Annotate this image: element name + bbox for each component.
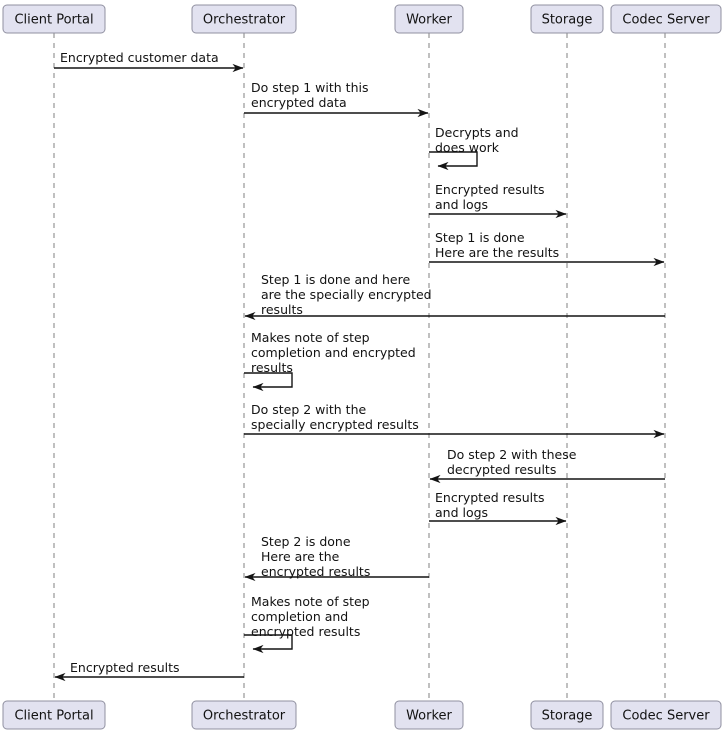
header-participant-label-orch: Orchestrator xyxy=(203,13,286,28)
header-participant-codec[interactable]: Codec Server xyxy=(610,4,722,34)
message-label-m4-line-2: and logs xyxy=(435,197,488,212)
self-loop-path-m3 xyxy=(429,151,478,171)
message-label-m9-line-2: decrypted results xyxy=(447,462,556,477)
message-label-m12-line-2: completion and xyxy=(251,609,348,624)
header-participant-label-worker: Worker xyxy=(406,13,452,28)
footer-participant-box-worker[interactable] xyxy=(394,700,464,730)
header-participant-orch[interactable]: Orchestrator xyxy=(191,4,297,34)
message-label-m5-line-2: Here are the results xyxy=(435,245,559,260)
message-label-m11-line-2: Here are the xyxy=(261,549,340,564)
footer-participant-label-worker: Worker xyxy=(406,709,452,724)
header-participant-client[interactable]: Client Portal xyxy=(2,4,106,34)
message-label-m12-line-3: encrypted results xyxy=(251,624,360,639)
footer-participant-client[interactable]: Client Portal xyxy=(2,700,106,730)
footer-participant-box-client[interactable] xyxy=(2,700,106,730)
messages-group: Encrypted customer data Do step 1 with th… xyxy=(54,50,665,682)
header-participant-worker[interactable]: Worker xyxy=(394,4,464,34)
header-participant-boxes: Client Portal Orchestrator Worker Storage Co… xyxy=(2,4,722,34)
header-participant-label-client: Client Portal xyxy=(14,13,93,28)
header-participant-box-codec[interactable] xyxy=(610,4,722,34)
message-label-m2-line-2: encrypted data xyxy=(251,95,347,110)
message-label-m11-line-3: encrypted results xyxy=(261,564,370,579)
footer-participant-label-storage: Storage xyxy=(542,709,593,724)
footer-participant-orch[interactable]: Orchestrator xyxy=(191,700,297,730)
footer-participant-boxes: Client Portal Orchestrator Worker Storage Co… xyxy=(2,700,722,730)
message-label-m7-line-1: Makes note of step xyxy=(251,330,370,345)
footer-participant-worker[interactable]: Worker xyxy=(394,700,464,730)
message-label-m3-line-1: Decrypts and xyxy=(435,125,519,140)
header-participant-box-worker[interactable] xyxy=(394,4,464,34)
message-label-m11-line-1: Step 2 is done xyxy=(261,534,351,549)
footer-participant-codec[interactable]: Codec Server xyxy=(610,700,722,730)
header-participant-box-storage[interactable] xyxy=(530,4,604,34)
message-label-m8-line-1: Do step 2 with the xyxy=(251,402,367,417)
header-participant-label-storage: Storage xyxy=(542,13,593,28)
message-label-m2-line-1: Do step 1 with this xyxy=(251,80,369,95)
footer-participant-label-orch: Orchestrator xyxy=(203,709,286,724)
message-label-m7-line-2: completion and encrypted xyxy=(251,345,416,360)
self-loop-path-m12 xyxy=(244,634,293,654)
message-m13[interactable]: Encrypted results xyxy=(54,660,244,682)
message-label-m4-line-1: Encrypted results xyxy=(435,182,545,197)
header-participant-storage[interactable]: Storage xyxy=(530,4,604,34)
message-label-m8-line-2: specially encrypted results xyxy=(251,417,419,432)
message-label-m9-line-1: Do step 2 with these xyxy=(447,447,577,462)
header-participant-label-codec: Codec Server xyxy=(622,13,710,28)
message-label-m13-line-1: Encrypted results xyxy=(70,660,180,675)
message-label-m6-line-3: results xyxy=(261,302,303,317)
footer-participant-box-storage[interactable] xyxy=(530,700,604,730)
footer-participant-label-codec: Codec Server xyxy=(622,709,710,724)
message-label-m6-line-1: Step 1 is done and here xyxy=(261,272,410,287)
message-label-m7-line-3: results xyxy=(251,360,293,375)
footer-participant-storage[interactable]: Storage xyxy=(530,700,604,730)
footer-participant-box-codec[interactable] xyxy=(610,700,722,730)
message-label-m3-line-2: does work xyxy=(435,140,500,155)
message-label-m10-line-2: and logs xyxy=(435,505,488,520)
self-loop-path-m7 xyxy=(244,372,293,392)
footer-participant-label-client: Client Portal xyxy=(14,709,93,724)
message-label-m10-line-1: Encrypted results xyxy=(435,490,545,505)
message-label-m5-line-1: Step 1 is done xyxy=(435,230,525,245)
message-label-m1-line-1: Encrypted customer data xyxy=(60,50,219,65)
footer-participant-box-orch[interactable] xyxy=(191,700,297,730)
lifelines-group xyxy=(53,33,666,701)
message-m1[interactable]: Encrypted customer data xyxy=(54,50,244,73)
header-participant-box-client[interactable] xyxy=(2,4,106,34)
message-label-m12-line-1: Makes note of step xyxy=(251,594,370,609)
header-participant-box-orch[interactable] xyxy=(191,4,297,34)
message-label-m6-line-2: are the specially encrypted xyxy=(261,287,432,302)
